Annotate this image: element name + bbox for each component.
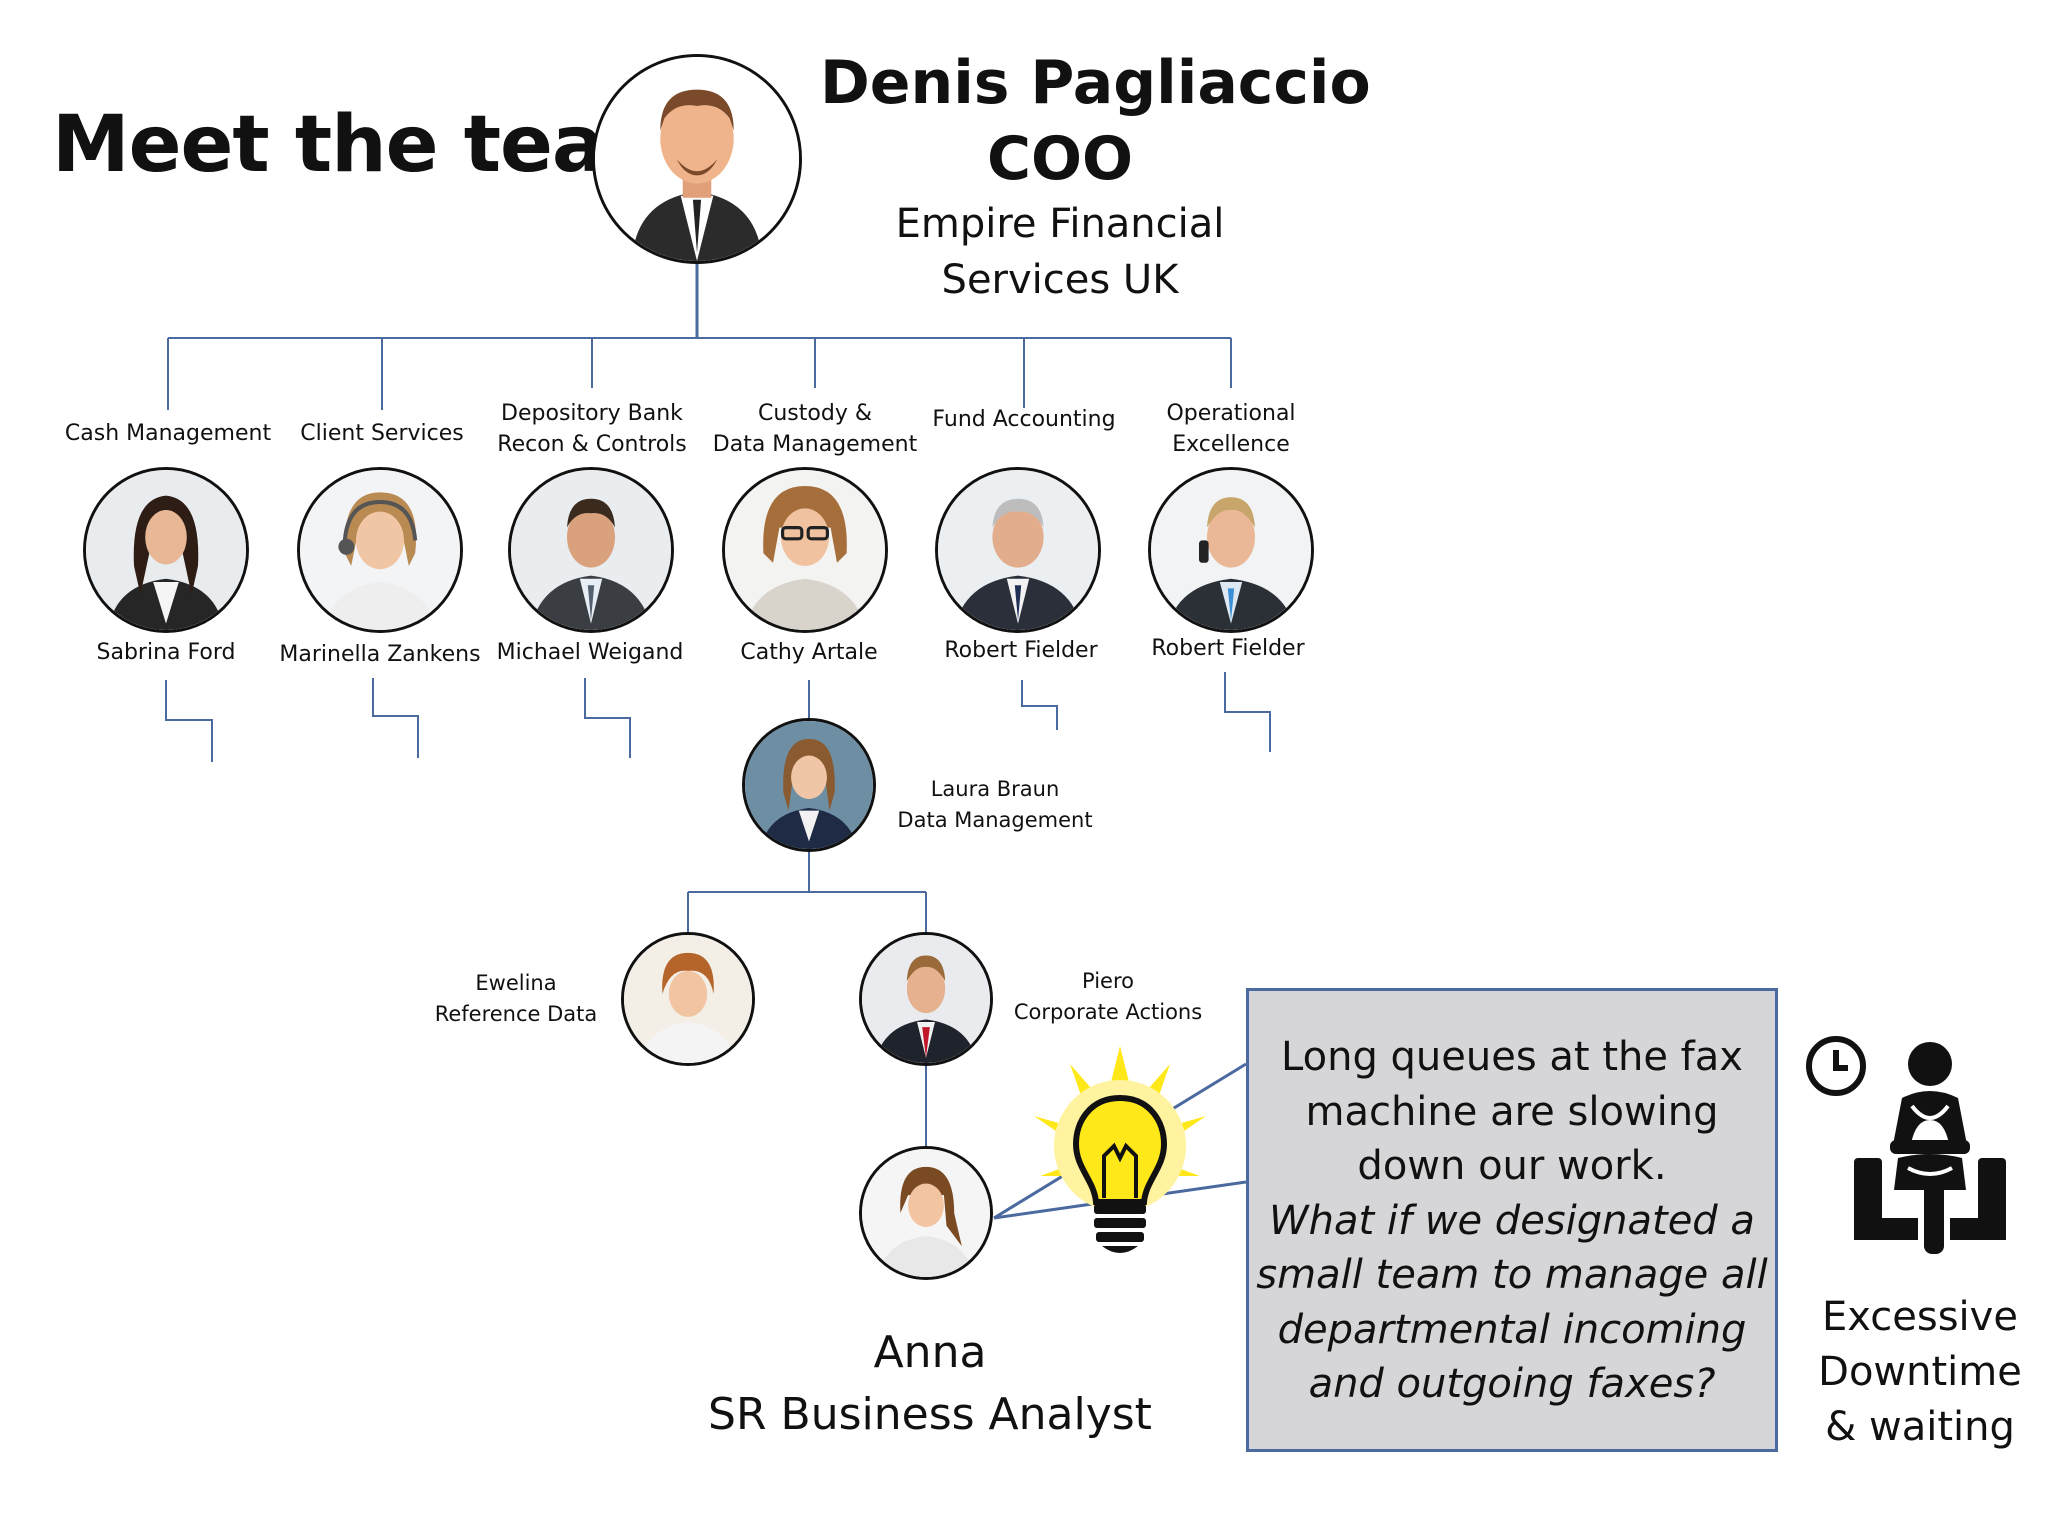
ceo-company: Empire Financial Services UK [860, 196, 1260, 308]
dept-label-cash-management: Cash Management [63, 418, 273, 449]
anna-label: Anna SR Business Analyst [680, 1322, 1180, 1446]
dept-label-fund-accounting: Fund Accounting [919, 404, 1129, 435]
downtime-line: Excessive [1822, 1294, 2018, 1340]
bubble-line: small team to manage all [1256, 1252, 1768, 1298]
dept-label-line: Custody & [758, 401, 872, 426]
avatar-sabrina-ford [83, 467, 249, 633]
dept-label-line: Operational [1166, 401, 1296, 426]
downtime-line: & waiting [1825, 1404, 2015, 1450]
dept-label-line: Recon & Controls [497, 432, 687, 457]
person-name: Robert Fielder [944, 638, 1098, 663]
dept-label-custody: Custody & Data Management [705, 398, 925, 460]
avatar-michael-weigand [508, 467, 674, 633]
avatar-piero [859, 932, 993, 1066]
avatar-laura-braun [742, 718, 876, 852]
bubble-line: Long queues at the fax [1281, 1034, 1743, 1080]
dept-label-operational-excellence: Operational Excellence [1126, 398, 1336, 460]
bubble-line: machine are slowing [1305, 1088, 1719, 1135]
bubble-line: down our work. [1357, 1143, 1667, 1189]
avatar-robert-fielder-1 [935, 467, 1101, 633]
ceo-company-line: Services UK [941, 257, 1179, 303]
bubble-line: What if we designated a [1269, 1197, 1755, 1244]
dept-label-line: Data Management [712, 432, 918, 457]
avatar-anna [859, 1146, 993, 1280]
ewelina-role: Reference Data [434, 1002, 598, 1026]
piero-label: Piero Corporate Actions [1008, 966, 1208, 1028]
laura-role: Data Management [897, 808, 1093, 832]
speech-bubble-text: Long queues at the fax machine are slowi… [1250, 1030, 1774, 1412]
page-title: Meet the team [52, 100, 685, 190]
dept-label-line: Excellence [1172, 432, 1290, 457]
bubble-line: departmental incoming [1277, 1306, 1747, 1353]
dept-label-client-services: Client Services [277, 418, 487, 449]
piero-role: Corporate Actions [1013, 1000, 1203, 1024]
clock-icon [1806, 1036, 1866, 1096]
bubble-line: and outgoing faxes? [1308, 1361, 1716, 1407]
laura-name: Laura Braun [930, 777, 1060, 801]
ceo-avatar-icon [592, 54, 802, 264]
lightbulb-icon [1034, 1046, 1206, 1253]
ewelina-label: Ewelina Reference Data [428, 968, 604, 1030]
speech-bubble [1246, 988, 1778, 1452]
dept-label-line: Cash Management [64, 421, 272, 446]
dept-label-depository-bank: Depository Bank Recon & Controls [487, 398, 697, 460]
ewelina-name: Ewelina [475, 971, 557, 995]
ceo-role: COO [986, 124, 1134, 194]
ceo-company-line: Empire Financial [895, 201, 1225, 247]
person-name: Michael Weigand [496, 640, 684, 665]
person-name: Robert Fielder [1151, 636, 1305, 661]
person-name: Cathy Artale [740, 640, 878, 665]
ceo-name: Denis Pagliaccio [820, 48, 1371, 118]
waiting-person-icon [1854, 1042, 2006, 1254]
dept-label-line: Depository Bank [501, 401, 683, 426]
anna-name: Anna [873, 1327, 987, 1378]
person-name: Marinella Zankens [279, 642, 481, 667]
dept-label-line: Client Services [300, 421, 464, 446]
person-name: Sabrina Ford [96, 640, 236, 665]
piero-name: Piero [1082, 969, 1134, 993]
downtime-label: Excessive Downtime & waiting [1808, 1290, 2032, 1455]
avatar-ewelina [621, 932, 755, 1066]
avatar-robert-fielder-2 [1148, 467, 1314, 633]
anna-role: SR Business Analyst [708, 1389, 1152, 1440]
avatar-marinella-zankens [297, 467, 463, 633]
dept-label-line: Fund Accounting [932, 407, 1116, 432]
downtime-line: Downtime [1818, 1349, 2022, 1395]
avatar-cathy-artale [722, 467, 888, 633]
laura-label: Laura Braun Data Management [880, 774, 1110, 836]
